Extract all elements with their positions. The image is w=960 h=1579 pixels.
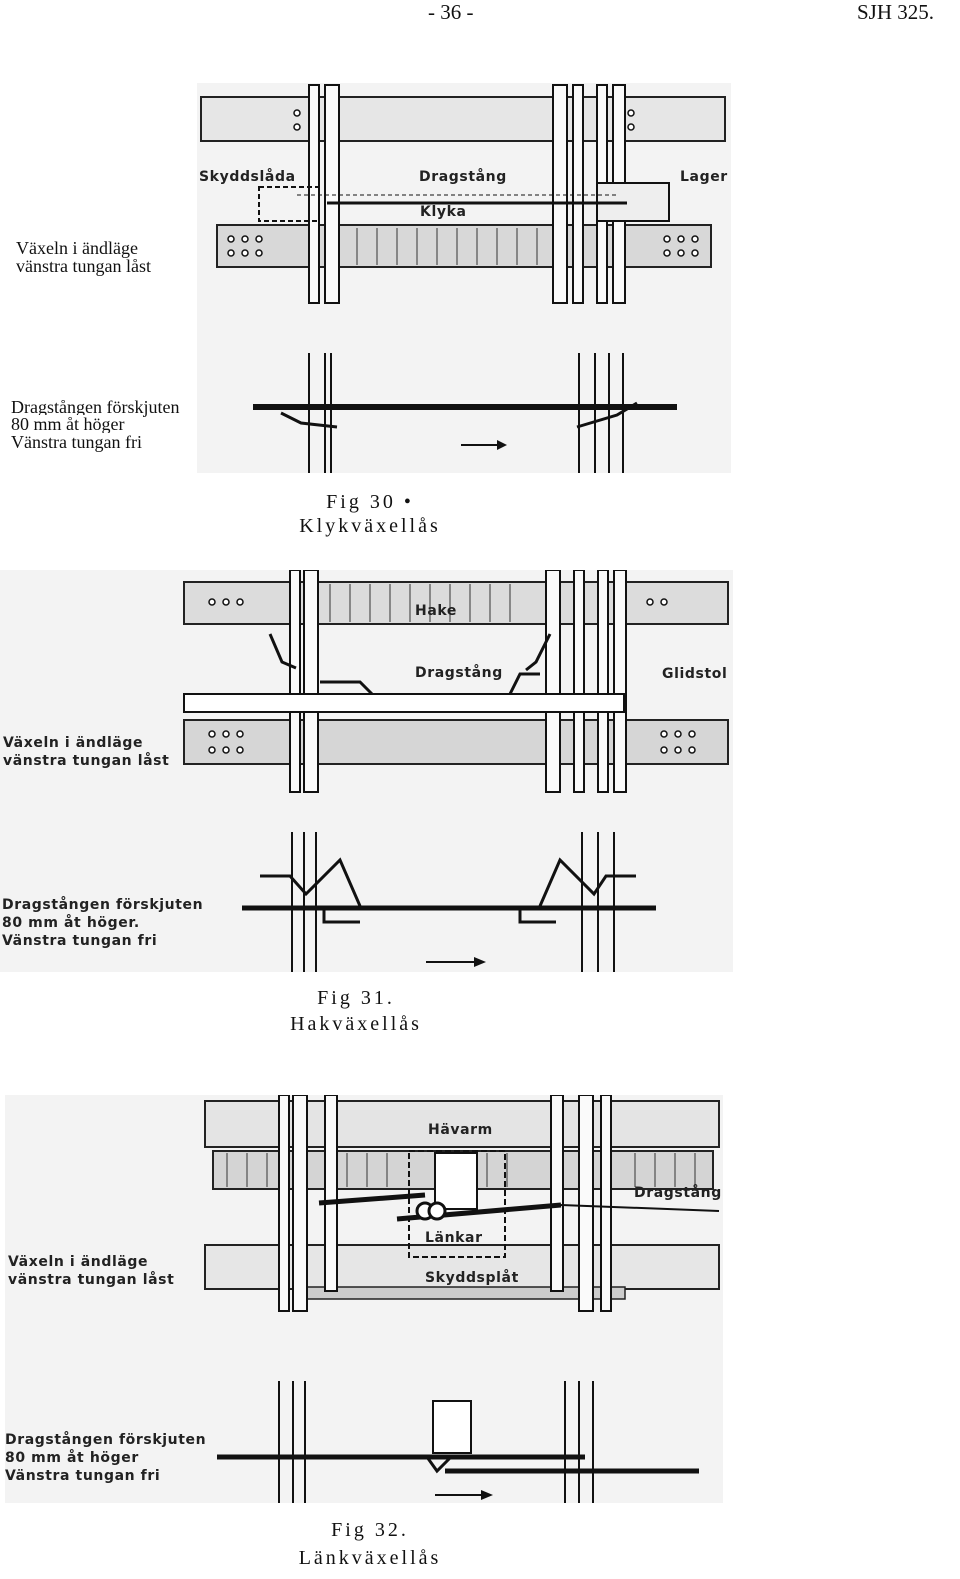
lank-lock-drawing [204,1095,720,1503]
figure-32-drawing [5,1095,723,1503]
label-skyddslada: Skyddslåda [199,169,296,185]
label-dragstang: Dragstång [415,665,503,681]
label-dragstang: Dragstång [419,169,507,185]
figure-30-drawing [197,83,731,473]
fig32-state-shifted-line2: 80 mm åt höger [5,1450,139,1466]
fig32-state-locked-line2: vänstra tungan låst [8,1272,175,1288]
document-reference: SJH 325. [857,0,935,24]
fig32-state-shifted-line3: Vänstra tungan fri [5,1468,161,1484]
label-dragstang: Dragstång [634,1185,722,1201]
fig31-caption-title: Hakväxellås [290,1013,422,1035]
label-hake: Hake [415,603,457,619]
fig32-caption-title: Länkväxellås [298,1547,442,1569]
fig32-caption-number: Fig 32. [331,1519,409,1541]
fig30-state-locked-line2: vänstra tungan låst [16,256,151,276]
label-klyka: Klyka [420,204,467,220]
label-lager: Lager [680,169,728,185]
fig30-state-shifted-line1: Dragstången förskjuten [11,397,180,417]
fig31-state-shifted-line1: Dragstången förskjuten [2,897,204,913]
fig30-state-locked-line1: Växeln i ändläge [16,238,138,258]
fig31-state-locked-line1: Växeln i ändläge [3,735,144,751]
figure-31-drawing [0,570,733,972]
fig30-caption-title: Klykväxellås [299,515,441,537]
fig32-state-shifted-line1: Dragstången förskjuten [5,1432,207,1448]
page-number: - 36 - [428,0,474,24]
label-skyddsplat: Skyddsplåt [425,1270,519,1286]
hak-lock-drawing [183,570,729,972]
label-havarm: Hävarm [428,1122,493,1138]
label-lankar: Länkar [425,1230,483,1246]
fig31-state-locked-line2: vänstra tungan låst [3,753,170,769]
label-glidstol: Glidstol [662,666,728,682]
fig31-state-shifted-line3: Vänstra tungan fri [2,933,158,949]
fig32-state-locked-line1: Växeln i ändläge [8,1254,149,1270]
fig31-caption-number: Fig 31. [317,987,395,1009]
fig30-caption-number: Fig 30 • [326,491,414,513]
fig30-state-shifted-line2: 80 mm åt höger [11,414,125,434]
klyk-lock-drawing [200,84,726,473]
fig31-state-shifted-line2: 80 mm åt höger. [2,915,140,931]
fig30-state-shifted-line3: Vänstra tungan fri [11,432,142,452]
